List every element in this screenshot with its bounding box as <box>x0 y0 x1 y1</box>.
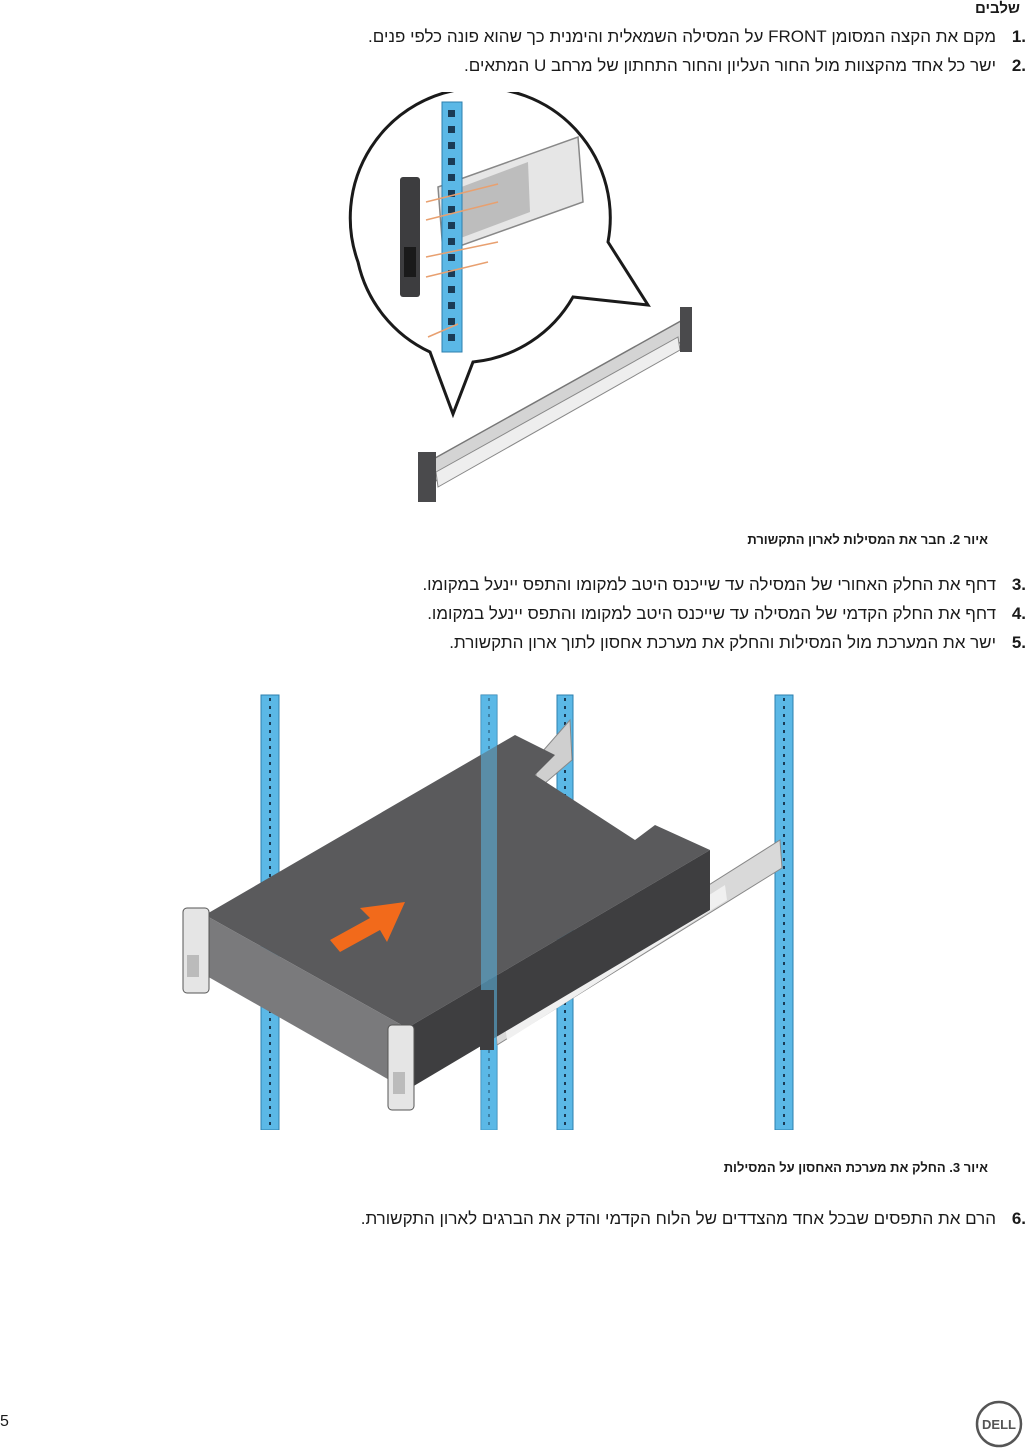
svg-text:DELL: DELL <box>982 1417 1016 1432</box>
chassis-top <box>205 735 710 1028</box>
step-number: 2. <box>1011 56 1026 75</box>
step-number: 5. <box>1011 633 1026 652</box>
chassis-front <box>205 915 407 1090</box>
step-text: ישר את המערכת מול המסילות והחלק את מערכת… <box>449 633 996 652</box>
step-3: 3. דחף את החלק האחורי של המסילה עד שייכנ… <box>422 575 1026 595</box>
step-text: ישר כל אחד מהקצוות מול החור העליון והחור… <box>464 56 996 75</box>
rail-front-bracket <box>480 990 494 1050</box>
step-5: 5. ישר את המערכת מול המסילות והחלק את מע… <box>449 633 1026 653</box>
figure-3-system-slide-illustration <box>182 694 794 1130</box>
left-ear <box>182 907 210 994</box>
step-text: הרם את התפסים שבכל אחד מהצדדים של הלוח ה… <box>360 1209 996 1228</box>
step-number: 1. <box>1011 27 1026 46</box>
dell-logo: DELL <box>975 1400 1023 1448</box>
front-post-overlay <box>481 695 497 1130</box>
page-number: 5 <box>0 1413 9 1430</box>
step-6: 6. הרם את התפסים שבכל אחד מהצדדים של הלו… <box>360 1209 1026 1229</box>
rail-bracket <box>400 177 420 297</box>
step-number: 6. <box>1011 1209 1026 1228</box>
post-holes <box>448 110 455 341</box>
step-4: 4. דחף את החלק הקדמי של המסילה עד שייכנס… <box>427 604 1026 624</box>
insert-direction-arrow <box>330 902 405 952</box>
alignment-pins <box>425 183 499 338</box>
step-2: 2. ישר כל אחד מהקצוות מול החור העליון וה… <box>464 56 1026 76</box>
rail-rear-bracket <box>680 307 692 352</box>
bracket-latch <box>404 247 416 277</box>
step-text: מקם את הקצה המסומן FRONT על המסילה השמאל… <box>368 27 996 46</box>
right-ear-latch <box>393 1072 405 1094</box>
right-ear <box>387 1024 415 1111</box>
figure-2-rail-illustration <box>348 92 692 502</box>
step-1: 1. מקם את הקצה המסומן FRONT על המסילה הש… <box>368 27 1026 47</box>
figure-2-caption: איור 2. חבר את המסילות לארון התקשורת <box>747 532 988 547</box>
rail-front-bracket <box>418 452 436 502</box>
section-heading: שלבים <box>975 0 1020 17</box>
step-text: דחף את החלק הקדמי של המסילה עד שייכנס הי… <box>427 604 996 623</box>
step-number: 3. <box>1011 575 1026 594</box>
step-text: דחף את החלק האחורי של המסילה עד שייכנס ה… <box>422 575 996 594</box>
step-number: 4. <box>1011 604 1026 623</box>
figure-3-caption: איור 3. החלק את מערכת האחסון על המסילות <box>723 1160 988 1175</box>
left-ear-latch <box>187 955 199 977</box>
rail-slot <box>448 162 530 242</box>
